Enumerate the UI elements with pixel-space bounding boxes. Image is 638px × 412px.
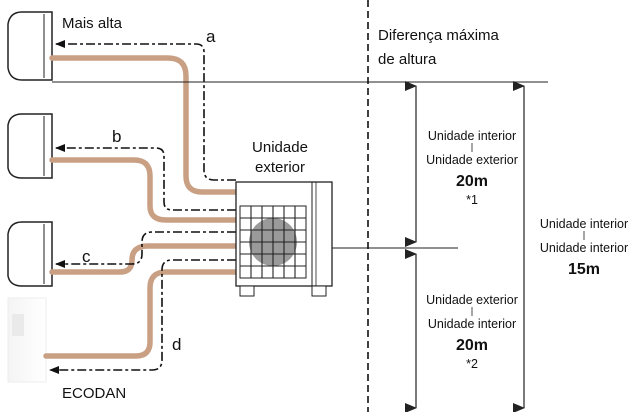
pipe-a: [49, 55, 239, 195]
upper-measure-line2: Unidade exterior: [426, 153, 518, 167]
highest-label: Mais alta: [62, 15, 123, 32]
outdoor-unit-label-line2: exterior: [255, 159, 305, 176]
route-letter-b: b: [112, 127, 121, 146]
lower-measure-line2: Unidade interior: [428, 317, 516, 331]
upper-measure-note: *1: [466, 193, 478, 207]
outdoor-unit-icon: [235, 181, 333, 297]
max-height-title-line1: Diferença máxima: [378, 27, 500, 44]
flow-arrow-a: [55, 40, 236, 181]
ecodan-unit-icon: [7, 297, 47, 383]
total-measure-line1: Unidade interior: [540, 217, 628, 231]
indoor-unit-c-icon: [7, 221, 53, 287]
flow-arrow-b: [55, 144, 236, 211]
ecodan-label: ECODAN: [62, 385, 126, 402]
route-letter-a: a: [206, 27, 216, 46]
total-measure-value: 15m: [568, 261, 600, 278]
pipe-d: [43, 269, 239, 359]
max-height-title-line2: de altura: [378, 51, 437, 68]
outdoor-unit-label-line1: Unidade: [252, 139, 308, 156]
upper-measure-line1: Unidade interior: [428, 129, 516, 143]
total-measure-text: Unidade interior Unidade interior 15m: [530, 214, 636, 280]
lower-measure-value: 20m: [456, 337, 488, 354]
lower-measure-note: *2: [466, 357, 478, 371]
route-letter-d: d: [172, 335, 181, 354]
route-letter-c: c: [82, 247, 91, 266]
lower-measure-text: Unidade exterior Unidade interior 20m *2: [422, 290, 522, 371]
indoor-unit-top-icon: [7, 11, 53, 81]
pipe-c: [49, 243, 239, 275]
indoor-unit-b-icon: [7, 113, 53, 179]
pipe-b: [49, 157, 239, 223]
upper-measure-value: 20m: [456, 173, 488, 190]
upper-measure-text: Unidade interior Unidade exterior 20m *1: [422, 126, 522, 207]
lower-measure-line1: Unidade exterior: [426, 293, 518, 307]
total-measure-line2: Unidade interior: [540, 241, 628, 255]
flow-arrow-d: [49, 259, 236, 374]
